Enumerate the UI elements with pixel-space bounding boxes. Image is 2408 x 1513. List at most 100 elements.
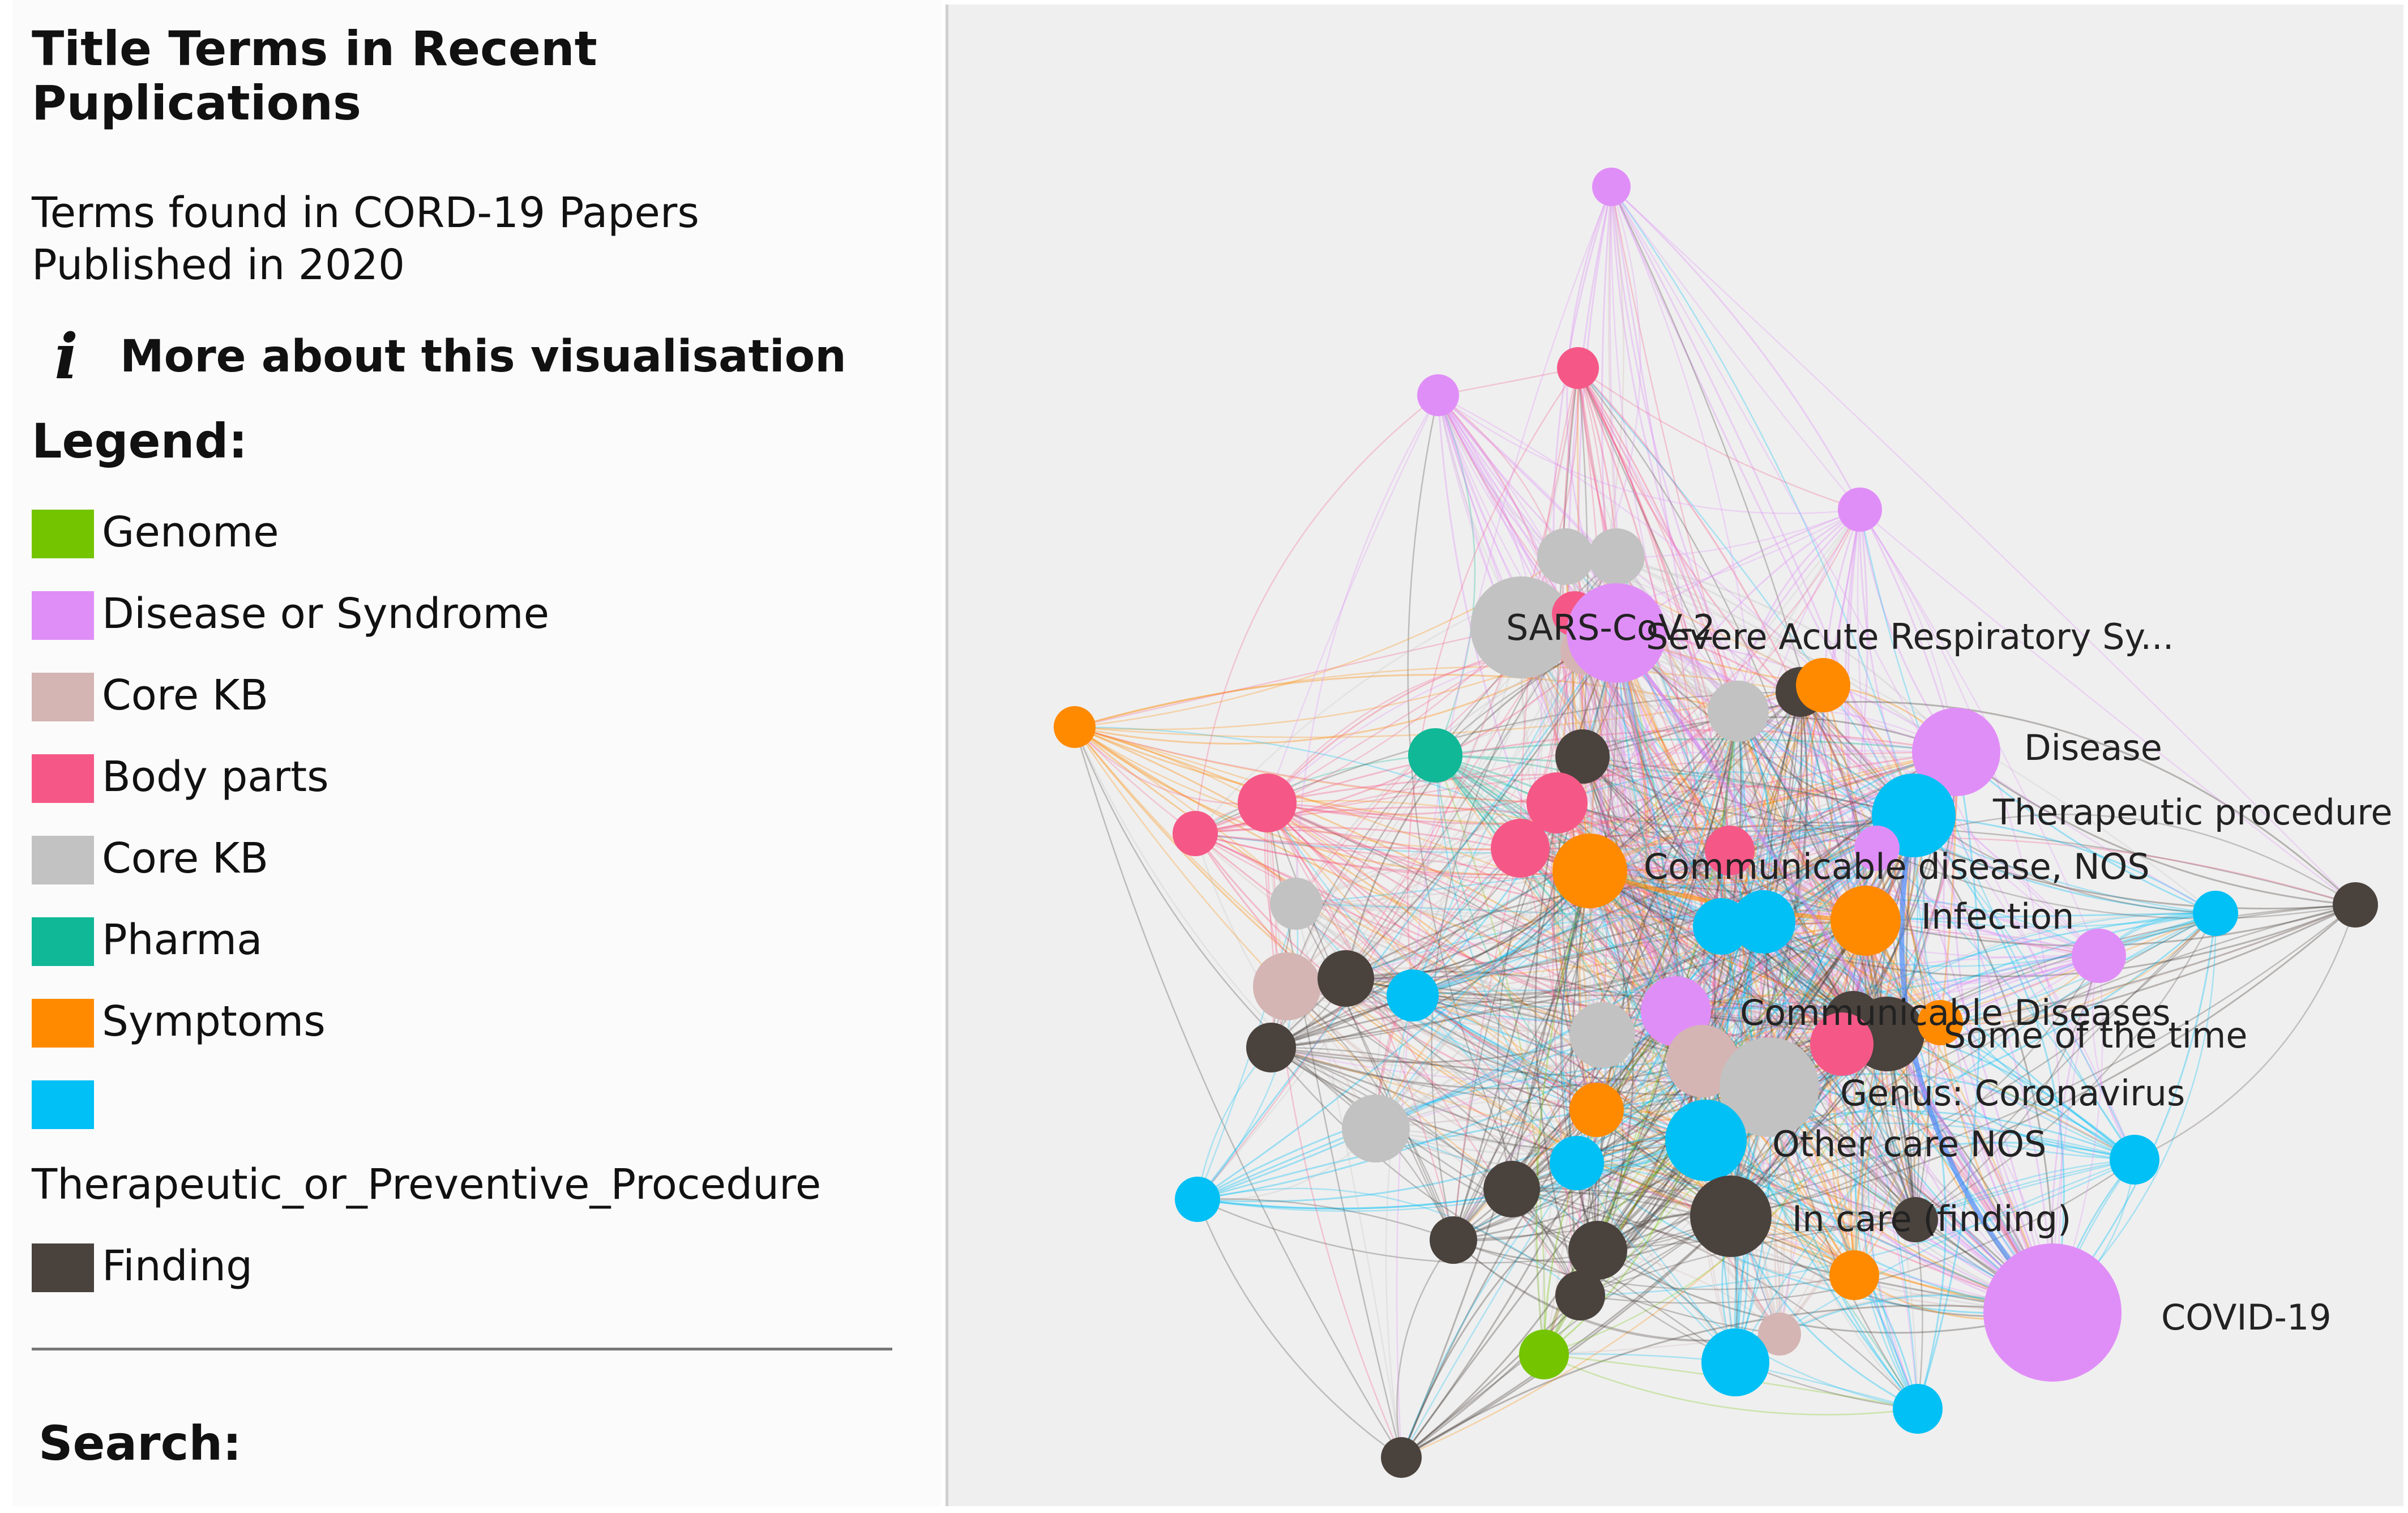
graph-edge-489	[1295, 751, 1957, 905]
node-corekb-gray-3[interactable]	[1588, 528, 1645, 585]
graph-edge-452	[1737, 710, 2216, 914]
node-body-8[interactable]	[1810, 1012, 1874, 1076]
node-symptoms-left[interactable]	[1054, 706, 1096, 748]
about-visualisation-link[interactable]: i More about this visualisation	[35, 323, 918, 391]
graph-edge-181	[1783, 691, 1854, 1020]
graph-edge-648	[1737, 711, 1941, 1024]
legend-item-symptoms: Symptoms	[32, 988, 915, 1069]
graph-edge-1007	[1375, 1057, 1703, 1130]
graph-edge-979	[1616, 555, 1824, 686]
node-in-care[interactable]	[1690, 1176, 1772, 1257]
graph-edge-1006	[1940, 913, 2216, 1024]
node-corekb-gray-5[interactable]	[1270, 878, 1322, 930]
legend-swatch-pharma	[32, 917, 94, 966]
graph-edge-727	[1412, 995, 1706, 1142]
node-finding-7[interactable]	[1483, 1161, 1540, 1217]
node-symptoms-3[interactable]	[1918, 1000, 1963, 1045]
node-corekb-pink-2[interactable]	[1253, 952, 1321, 1020]
graph-edge-553	[1271, 1046, 1703, 1089]
graph-edge-40	[1437, 395, 1888, 1035]
node-pharma[interactable]	[1408, 728, 1462, 783]
graph-edge-74	[1074, 726, 1722, 928]
node-finding-3[interactable]	[1318, 950, 1374, 1007]
node-disease-5[interactable]	[2072, 929, 2126, 983]
node-finding-2[interactable]	[1555, 729, 1610, 784]
graph-edge-582	[1601, 814, 1914, 1036]
node-therapeutic-4[interactable]	[1728, 899, 1773, 944]
graph-edge-212	[1577, 367, 1739, 712]
node-label-other-care-nos: Other care NOS	[1772, 1123, 2046, 1165]
legend-label: Core KB	[102, 834, 269, 883]
graph-edge-959	[1400, 1061, 1704, 1458]
node-therapeutic-6[interactable]	[1550, 1136, 1604, 1190]
node-corekb-gray-6[interactable]	[1569, 1002, 1635, 1068]
graph-edge-1083	[1915, 955, 2100, 1221]
graph-edge-475	[1615, 632, 2099, 957]
graph-nodes[interactable]	[1054, 168, 2378, 1478]
node-disease-main[interactable]	[1912, 708, 2000, 796]
node-symptoms-4[interactable]	[1569, 1083, 1624, 1137]
node-corekb-gray-8[interactable]	[1342, 1095, 1410, 1162]
node-therapeutic-7[interactable]	[2110, 1135, 2159, 1185]
node-therapeutic-5[interactable]	[1387, 969, 1439, 1022]
node-infection[interactable]	[1830, 886, 1901, 956]
graph-edge-596	[1615, 632, 1854, 1020]
graph-edge-151	[1412, 649, 1586, 996]
graph-edge-538	[1412, 994, 1706, 1142]
network-graph[interactable]: SARS-CoV-2 Severe Acute Respiratory Sy..…	[948, 5, 2406, 1506]
node-finding-10[interactable]	[1568, 1221, 1627, 1280]
network-graph-panel[interactable]: SARS-CoV-2 Severe Acute Respiratory Sy..…	[946, 5, 2403, 1506]
node-corekb-gray-2[interactable]	[1537, 528, 1594, 585]
node-finding-right[interactable]	[2333, 882, 2378, 928]
node-therapeutic-9[interactable]	[1893, 1384, 1943, 1434]
node-corekb-gray-7[interactable]	[1720, 1037, 1819, 1137]
node-disease-3[interactable]	[1838, 488, 1882, 532]
graph-edge-1141	[1585, 649, 1888, 1035]
node-disease-4[interactable]	[1854, 826, 1900, 871]
graph-edge-908	[1778, 1033, 1889, 1335]
node-therapeutic-left[interactable]	[1175, 1177, 1220, 1222]
graph-edge-1135	[1437, 395, 1575, 614]
graph-edge-887	[1913, 815, 2054, 1313]
node-disease-top[interactable]	[1592, 168, 1631, 206]
node-finding-8[interactable]	[1893, 1197, 1938, 1242]
node-body-4[interactable]	[1491, 819, 1550, 878]
graph-edge-535	[1412, 632, 1618, 997]
sidebar-divider	[32, 1348, 892, 1350]
graph-edge-520	[1345, 814, 1914, 980]
node-corekb-pink-4[interactable]	[1758, 1313, 1801, 1356]
node-symptoms-5[interactable]	[1829, 1250, 1879, 1300]
node-body-7[interactable]	[1705, 826, 1755, 875]
node-body-6[interactable]	[1173, 811, 1218, 856]
node-corekb-gray-big[interactable]	[1470, 576, 1572, 678]
graph-edge-271	[1295, 802, 1558, 905]
graph-edge-228	[1435, 738, 1957, 756]
graph-edge-1078	[1511, 1188, 1918, 1409]
graph-edge-989	[1437, 395, 1584, 757]
graph-labels: SARS-CoV-2 Severe Acute Respiratory Sy..…	[1506, 607, 2393, 1338]
graph-edge-970	[1396, 186, 1613, 1458]
node-corekb-gray-4[interactable]	[1708, 681, 1769, 742]
node-disease-2[interactable]	[1417, 374, 1459, 416]
node-finding-11[interactable]	[1555, 1271, 1605, 1320]
node-therapeutic-8[interactable]	[1701, 1328, 1769, 1396]
graph-edge-1063	[1589, 691, 1801, 872]
graph-edge-242	[1435, 755, 1854, 1020]
graph-edge-701	[1596, 920, 1866, 1111]
node-symptoms-2[interactable]	[1552, 834, 1627, 908]
node-covid-19[interactable]	[1983, 1243, 2122, 1382]
node-finding-bottom[interactable]	[1381, 1437, 1422, 1478]
node-other-care[interactable]	[1665, 1100, 1747, 1181]
node-finding-4[interactable]	[1246, 1023, 1296, 1072]
graph-edge-209	[1738, 711, 2216, 914]
node-symptoms-1[interactable]	[1796, 658, 1850, 712]
node-body-1[interactable]	[1557, 347, 1599, 389]
node-sars-cov-2[interactable]	[1567, 583, 1666, 683]
node-finding-9[interactable]	[1430, 1216, 1477, 1264]
node-body-5[interactable]	[1238, 773, 1297, 832]
node-body-3[interactable]	[1526, 772, 1588, 834]
graph-edge-393	[1577, 367, 1866, 921]
node-therapeutic-right[interactable]	[2193, 891, 2238, 936]
node-genome[interactable]	[1519, 1330, 1569, 1379]
graph-edge-206	[1737, 711, 1888, 1035]
